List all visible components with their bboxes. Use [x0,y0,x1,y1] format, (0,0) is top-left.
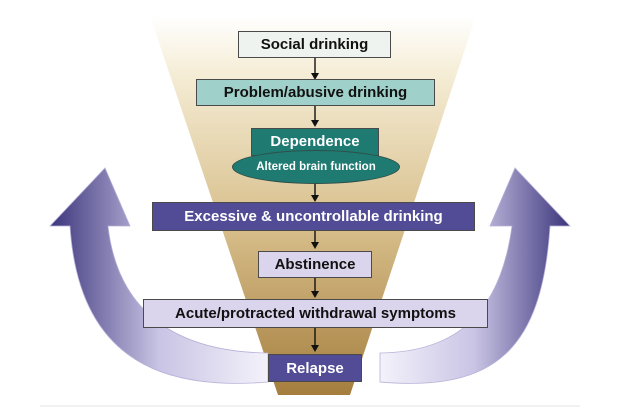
stage-problem-drinking-label: Problem/abusive drinking [223,84,408,101]
connector-arrows [311,57,319,352]
stage-abstinence-label: Abstinence [274,256,356,273]
right-relapse-arrow [379,167,571,384]
stage-relapse: Relapse [268,354,362,382]
stage-excessive-drinking: Excessive & uncontrollable drinking [152,202,475,231]
stage-relapse-label: Relapse [286,359,344,377]
stage-excessive-drinking-label: Excessive & uncontrollable drinking [184,208,443,225]
stage-withdrawal-symptoms-label: Acute/protracted withdrawal symptoms [175,305,456,322]
altered-brain-function-oval: Altered brain function [232,150,400,184]
stage-withdrawal-symptoms: Acute/protracted withdrawal symptoms [143,299,488,328]
stage-abstinence: Abstinence [258,251,372,278]
stage-social-drinking-label: Social drinking [260,36,369,53]
stage-social-drinking: Social drinking [238,31,391,58]
stage-dependence-label: Dependence [270,133,360,150]
altered-brain-function-label: Altered brain function [256,161,376,173]
stage-problem-drinking: Problem/abusive drinking [196,79,435,106]
left-relapse-arrow [49,167,269,384]
